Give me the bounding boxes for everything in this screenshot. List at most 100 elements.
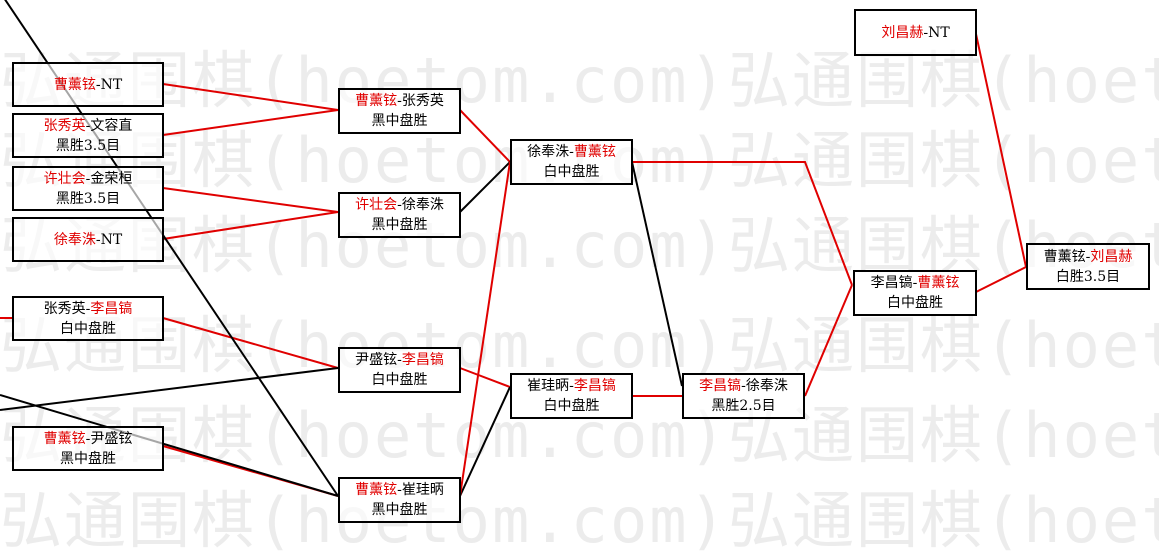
connector-line — [804, 284, 853, 397]
match-players: 曹薰铉-NT — [14, 75, 162, 95]
match-box: 李昌镐-徐奉洙 黑胜2.5目 — [682, 373, 805, 419]
separator: - — [95, 76, 101, 93]
connector-line — [459, 161, 511, 213]
match-result: 黑中盘胜 — [371, 502, 428, 518]
match-result: 白中盘胜 — [543, 164, 600, 180]
match-result: 白胜3.5目 — [1055, 268, 1121, 285]
match-players: 曹薰铉-张秀英 — [340, 91, 459, 111]
match-box: 曹薰铉-刘昌赫 白胜3.5目 — [1026, 243, 1150, 290]
match-box: 崔珪昞-李昌镐 白中盘胜 — [510, 373, 633, 419]
connector-line — [162, 187, 339, 213]
match-players: 曹薰铉-尹盛铉 — [14, 429, 162, 449]
player-name: 徐奉洙 — [745, 378, 788, 394]
match-result: 黑胜3.5目 — [55, 137, 121, 154]
match-box: 徐奉洙-NT — [12, 217, 164, 262]
match-result: 黑胜3.5目 — [55, 190, 121, 207]
player-name: 曹薰铉 — [917, 275, 960, 291]
match-players: 徐奉洙-曹薰铉 — [512, 142, 631, 162]
separator: - — [397, 93, 402, 109]
player-name: NT — [928, 24, 950, 41]
player-name: 尹盛铉 — [355, 352, 398, 368]
match-result: 黑中盘胜 — [60, 450, 116, 467]
match-box: 曹薰铉-崔珪昞 黑中盘胜 — [338, 477, 461, 523]
player-name: 曹薰铉 — [1043, 248, 1086, 265]
match-box: 张秀英-文容直 黑胜3.5目 — [12, 113, 164, 158]
player-name: 徐奉洙 — [53, 231, 96, 248]
connector-line — [162, 211, 339, 240]
match-result: 白中盘胜 — [543, 398, 600, 414]
match-result: 白中盘胜 — [60, 320, 116, 337]
match-players: 李昌镐-徐奉洙 — [684, 376, 803, 396]
separator: - — [569, 378, 574, 394]
match-box: 曹薰铉-NT — [12, 62, 164, 107]
player-name: 李昌镐 — [870, 275, 913, 291]
player-name: 李昌镐 — [699, 378, 742, 394]
separator: - — [397, 352, 402, 368]
match-players: 曹薰铉-刘昌赫 — [1028, 247, 1148, 267]
connector-line — [459, 161, 511, 497]
player-name: 李昌镐 — [573, 378, 616, 394]
connector-line — [162, 83, 339, 111]
player-name: 曹薰铉 — [355, 93, 398, 109]
player-name: 徐奉洙 — [527, 144, 570, 160]
player-name: 李昌镐 — [401, 352, 444, 368]
player-name: 崔珪昞 — [527, 378, 570, 394]
player-name: 崔珪昞 — [401, 482, 444, 498]
bracket-connectors — [0, 0, 1027, 497]
player-name: 张秀英 — [43, 300, 86, 317]
match-players: 张秀英-文容直 — [14, 116, 162, 136]
separator: - — [397, 197, 402, 213]
player-name: 许壮会 — [43, 170, 86, 187]
player-name: 徐奉洙 — [401, 197, 444, 213]
connector-line — [975, 266, 1027, 293]
match-result: 白中盘胜 — [887, 295, 943, 311]
player-name: 金荣桓 — [90, 170, 133, 187]
separator: - — [397, 482, 402, 498]
player-name: 曹薰铉 — [355, 482, 398, 498]
match-box: 徐奉洙-曹薰铉 白中盘胜 — [510, 139, 633, 185]
player-name: 张秀英 — [43, 117, 86, 134]
match-box: 曹薰铉-尹盛铉 黑中盘胜 — [12, 426, 164, 471]
connector-line — [975, 33, 1027, 268]
match-box: 李昌镐-曹薰铉 白中盘胜 — [853, 270, 977, 316]
connector-line — [162, 317, 339, 369]
separator: - — [85, 430, 91, 447]
connector-line — [632, 161, 853, 286]
connector-line — [459, 109, 511, 163]
match-players: 李昌镐-曹薰铉 — [855, 273, 975, 293]
connector-line — [162, 109, 339, 136]
player-name: 刘昌赫 — [881, 24, 924, 41]
match-box: 张秀英-李昌镐 白中盘胜 — [12, 296, 164, 341]
match-result: 黑中盘胜 — [371, 113, 428, 129]
match-players: 尹盛铉-李昌镐 — [340, 350, 459, 370]
player-name: 李昌镐 — [90, 300, 133, 317]
separator: - — [741, 378, 746, 394]
match-box: 曹薰铉-张秀英 黑中盘胜 — [338, 88, 461, 134]
connector-line — [459, 367, 511, 388]
connector-line — [0, 367, 339, 411]
separator: - — [912, 275, 918, 291]
player-name: 张秀英 — [401, 93, 444, 109]
separator: - — [85, 170, 91, 187]
match-players: 崔珪昞-李昌镐 — [512, 376, 631, 396]
separator: - — [95, 231, 101, 248]
match-box: 许壮会-金荣桓 黑胜3.5目 — [12, 166, 164, 211]
match-box: 许壮会-徐奉洙 黑中盘胜 — [338, 192, 461, 238]
separator: - — [923, 24, 929, 41]
match-players: 许壮会-徐奉洙 — [340, 195, 459, 215]
connector-line — [631, 161, 683, 387]
match-players: 张秀英-李昌镐 — [14, 299, 162, 319]
separator: - — [569, 144, 574, 160]
connector-line — [0, 394, 339, 497]
match-result: 黑胜2.5目 — [711, 398, 776, 414]
match-players: 徐奉洙-NT — [14, 230, 162, 250]
player-name: 尹盛铉 — [90, 430, 133, 447]
player-name: 曹薰铉 — [573, 144, 616, 160]
match-result: 黑中盘胜 — [371, 217, 428, 233]
player-name: 文容直 — [90, 117, 133, 134]
player-name: 刘昌赫 — [1090, 248, 1133, 265]
match-result: 白中盘胜 — [371, 372, 428, 388]
connector-line — [459, 386, 511, 497]
separator: - — [1085, 248, 1091, 265]
player-name: 曹薰铉 — [53, 76, 96, 93]
